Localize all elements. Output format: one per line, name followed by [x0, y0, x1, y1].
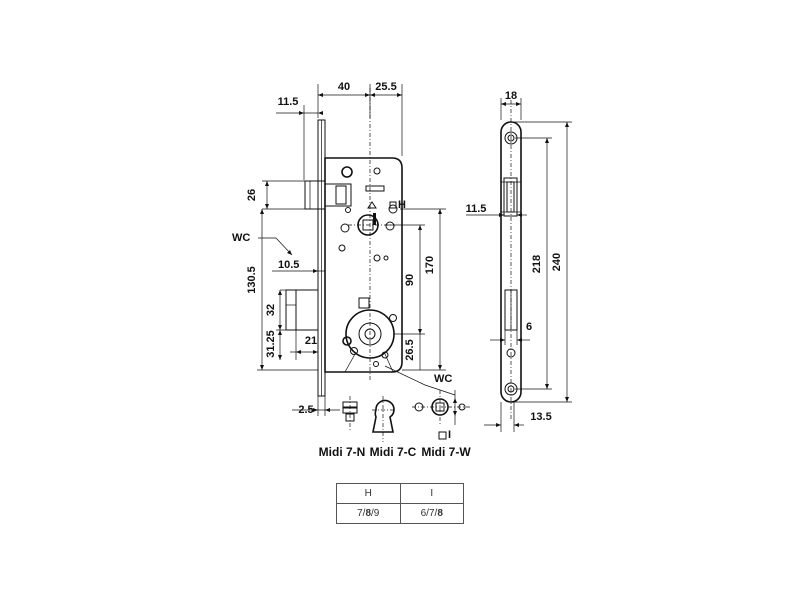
value-bold: 8	[437, 508, 443, 519]
dim-240	[511, 121, 572, 403]
dim-label: 130.5	[246, 266, 258, 294]
table-header-row: H I	[336, 483, 464, 504]
dim-label: 26	[246, 189, 258, 201]
dim-18	[500, 98, 522, 120]
dim-label: 26.5	[404, 339, 416, 360]
deadbolt	[285, 289, 319, 331]
latch-bolt	[304, 180, 385, 210]
lock-case	[324, 157, 403, 373]
table-row: 7/8/9 6/7/8	[336, 503, 464, 524]
dim-label: 170	[424, 256, 436, 274]
dim-218	[515, 137, 552, 390]
dim-170	[400, 208, 446, 371]
variant-c-icon	[372, 396, 396, 442]
dim-label: 240	[551, 253, 563, 271]
value-text: 7/	[357, 508, 366, 519]
dim-label: WC	[232, 232, 250, 244]
h-square-icon	[389, 201, 397, 209]
value-text: 6/7/	[420, 508, 438, 519]
dim-label: 40	[338, 81, 350, 93]
dim-arrow	[313, 269, 318, 273]
follower	[357, 201, 379, 236]
dim-label: H	[398, 199, 406, 211]
dim-6	[490, 330, 530, 345]
dim-label: 90	[404, 274, 416, 286]
cylinder-hole	[344, 297, 395, 373]
variant-label-n: Midi 7-N	[319, 445, 366, 459]
dim-31-25	[276, 329, 296, 360]
case-rivets	[338, 166, 398, 367]
value-bold: 8	[365, 508, 372, 519]
table-header-h: H	[336, 483, 401, 504]
wc-right-leader	[384, 365, 456, 396]
table-cell-i: 6/7/8	[399, 503, 464, 524]
table-header-i: I	[399, 483, 464, 504]
dim-label: 21	[305, 335, 317, 347]
value-text: /9	[371, 508, 380, 519]
dim-32	[278, 289, 286, 330]
dim-top	[276, 84, 403, 180]
dim-label: 6	[526, 321, 532, 333]
dim-13-5	[484, 402, 524, 432]
spec-table: H I 7/8/9 6/7/8	[336, 483, 464, 524]
dim-label: 11.5	[466, 203, 487, 215]
side-faceplate	[500, 100, 522, 420]
dim-label: 32	[265, 304, 277, 316]
wc-leader	[258, 237, 293, 256]
dim-21	[290, 330, 318, 360]
dim-label: 11.5	[278, 96, 299, 108]
dim-2-5	[292, 396, 340, 416]
wc-arrow	[287, 250, 292, 255]
dim-label: 31.25	[265, 330, 277, 358]
dim-label: 18	[505, 90, 517, 102]
variant-label-w: Midi 7-W	[421, 445, 471, 459]
variant-label-c: Midi 7-C	[370, 445, 417, 459]
variant-n-icon	[342, 396, 358, 430]
dim-label: 10.5	[278, 259, 299, 271]
dim-26	[262, 180, 305, 210]
dim-label: 13.5	[530, 411, 551, 423]
front-faceplate	[317, 119, 326, 397]
variant-w-icon	[412, 390, 470, 440]
dim-label: WC	[434, 373, 452, 385]
dim-label: 25.5	[375, 81, 396, 93]
dim-11-5-side	[466, 213, 527, 217]
dim-label: I	[448, 429, 451, 441]
dim-130-5	[257, 209, 318, 371]
dim-label: 218	[531, 255, 543, 273]
dim-label: 2.5	[298, 404, 313, 416]
table-cell-h: 7/8/9	[336, 503, 401, 524]
